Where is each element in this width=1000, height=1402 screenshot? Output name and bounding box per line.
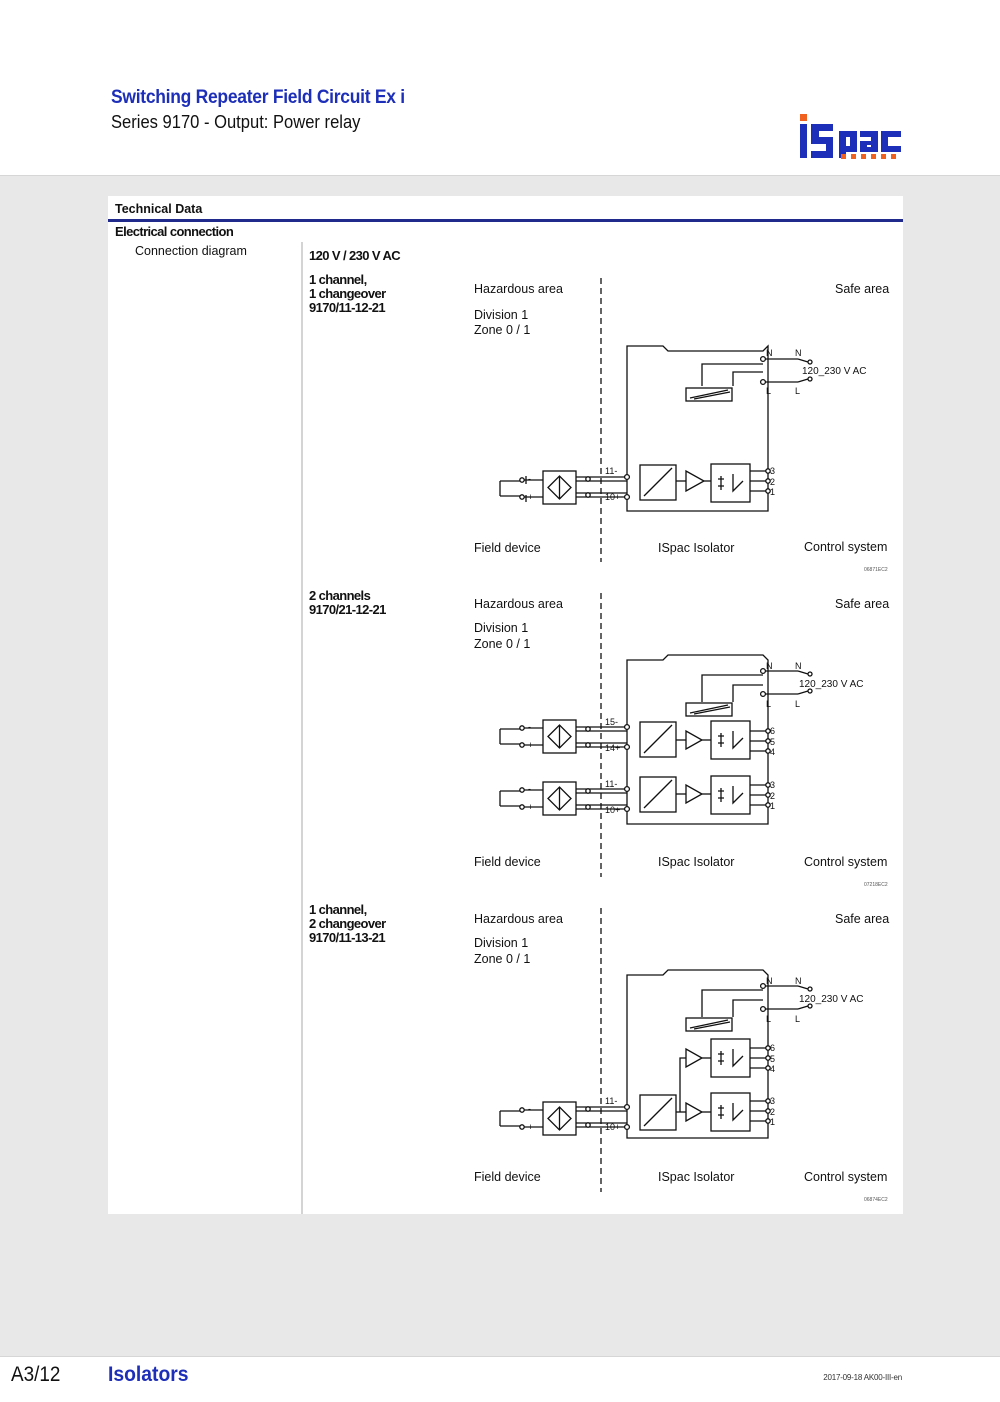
svg-text:N: N (795, 661, 802, 671)
page-subtitle: Series 9170 - Output: Power relay (111, 112, 361, 132)
svg-text:6: 6 (770, 726, 775, 736)
variant-line: 2 changeover (309, 916, 386, 931)
variant-2-label: 2 channels 9170/21-12-21 (309, 589, 386, 617)
isolator-label: ISpac Isolator (658, 541, 735, 555)
svg-text:14+: 14+ (605, 743, 620, 753)
page-footer: A3/12 Isolators 2017-09-18 AK00-III-en (0, 1356, 1000, 1402)
connection-diagram-label: Connection diagram (135, 244, 247, 258)
svg-text:1: 1 (770, 801, 775, 811)
svg-text:120_230 V AC: 120_230 V AC (799, 994, 864, 1005)
division-label: Division 1 (474, 621, 529, 635)
field-device-label: Field device (474, 1170, 541, 1184)
circuit-drawing: N L N L 120_230 V AC -+ 15- 14+ (499, 593, 864, 877)
svg-text:2: 2 (770, 477, 775, 487)
svg-text:6: 6 (770, 1043, 775, 1053)
svg-text:-: - (528, 722, 531, 732)
svg-text:3: 3 (770, 1096, 775, 1106)
svg-text:3: 3 (770, 780, 775, 790)
svg-text:1: 1 (770, 487, 775, 497)
field-device-label: Field device (474, 541, 541, 555)
svg-text:-: - (528, 1104, 531, 1114)
svg-text:120_230 V AC: 120_230 V AC (802, 366, 867, 377)
hazardous-area-label: Hazardous area (474, 282, 563, 296)
svg-text:5: 5 (770, 1054, 775, 1064)
control-system-label: Control system (804, 1170, 888, 1184)
svg-text:L: L (766, 1014, 771, 1024)
voltage-heading: 120 V / 230 V AC (309, 248, 401, 263)
ispac-logo (800, 114, 901, 159)
safe-area-label: Safe area (835, 912, 890, 926)
svg-text:1: 1 (770, 1117, 775, 1127)
svg-text:120_230 V AC: 120_230 V AC (799, 679, 864, 690)
drawing-code: 06874EC2 (864, 1197, 888, 1203)
variant-line: 9170/11-13-21 (309, 930, 386, 945)
division-label: Division 1 (474, 936, 529, 950)
circuit-drawing: N L N L 120_230 V AC 6 5 4 -+ (499, 908, 864, 1192)
zone-label: Zone 0 / 1 (474, 323, 531, 337)
variant-line: 1 changeover (309, 286, 386, 301)
svg-text:10+: 10+ (605, 1122, 620, 1132)
section-rule (108, 219, 903, 222)
section-title: Technical Data (115, 202, 203, 216)
svg-text:15-: 15- (605, 717, 618, 727)
column-divider (301, 242, 303, 1214)
svg-text:2: 2 (770, 791, 775, 801)
svg-text:10+: 10+ (605, 805, 620, 815)
svg-text:N: N (766, 348, 773, 358)
svg-text:-: - (528, 784, 531, 794)
drawing-code: 07218EC2 (864, 882, 888, 888)
hazardous-area-label: Hazardous area (474, 912, 563, 926)
page-title: Switching Repeater Field Circuit Ex i (111, 87, 405, 108)
svg-text:11-: 11- (605, 779, 617, 789)
isolator-label: ISpac Isolator (658, 1170, 735, 1184)
zone-label: Zone 0 / 1 (474, 637, 531, 651)
svg-text:11-: 11- (605, 466, 617, 476)
zone-label: Zone 0 / 1 (474, 952, 531, 966)
svg-text:4: 4 (770, 747, 775, 757)
svg-text:5: 5 (770, 737, 775, 747)
page-number: A3/12 (11, 1363, 61, 1386)
footer-date-code: 2017-09-18 AK00-III-en (823, 1373, 902, 1382)
control-system-label: Control system (804, 855, 888, 869)
svg-text:L: L (795, 699, 800, 709)
connection-diagram-2: Hazardous area Division 1 Zone 0 / 1 Saf… (468, 593, 900, 889)
field-device-label: Field device (474, 855, 541, 869)
variant-1-label: 1 channel, 1 changeover 9170/11-12-21 (309, 273, 386, 315)
variant-line: 1 channel, (309, 902, 367, 917)
variant-line: 9170/21-12-21 (309, 602, 386, 617)
connection-diagram-3: Hazardous area Division 1 Zone 0 / 1 Saf… (468, 908, 900, 1204)
svg-text:11-: 11- (605, 1096, 617, 1106)
svg-text:10+: 10+ (605, 492, 620, 502)
svg-text:3: 3 (770, 466, 775, 476)
svg-text:L: L (766, 386, 771, 396)
page-header: Switching Repeater Field Circuit Ex i Se… (0, 0, 1000, 176)
svg-text:-: - (528, 474, 531, 484)
drawing-code: 06871EC2 (864, 567, 888, 573)
control-system-label: Control system (804, 540, 888, 554)
variant-line: 2 channels (309, 588, 371, 603)
variant-line: 1 channel, (309, 272, 367, 287)
section-subtitle: Electrical connection (115, 224, 234, 239)
svg-text:L: L (766, 699, 771, 709)
svg-text:2: 2 (770, 1107, 775, 1117)
technical-data-card: Technical Data Electrical connection Con… (108, 196, 903, 1214)
safe-area-label: Safe area (835, 282, 890, 296)
circuit-drawing: N L N L 120_230 V AC -+ 11- 10+ (499, 278, 867, 562)
svg-text:N: N (766, 976, 773, 986)
svg-text:N: N (766, 661, 773, 671)
division-label: Division 1 (474, 308, 529, 322)
svg-text:L: L (795, 386, 800, 396)
variant-line: 9170/11-12-21 (309, 300, 386, 315)
svg-text:4: 4 (770, 1064, 775, 1074)
connection-diagram-1: Hazardous area Division 1 Zone 0 / 1 Saf… (468, 278, 900, 574)
footer-section-name: Isolators (108, 1363, 189, 1386)
svg-text:N: N (795, 976, 802, 986)
isolator-label: ISpac Isolator (658, 855, 735, 869)
hazardous-area-label: Hazardous area (474, 597, 563, 611)
variant-3-label: 1 channel, 2 changeover 9170/11-13-21 (309, 903, 386, 945)
svg-text:N: N (795, 348, 802, 358)
safe-area-label: Safe area (835, 597, 890, 611)
svg-text:L: L (795, 1014, 800, 1024)
